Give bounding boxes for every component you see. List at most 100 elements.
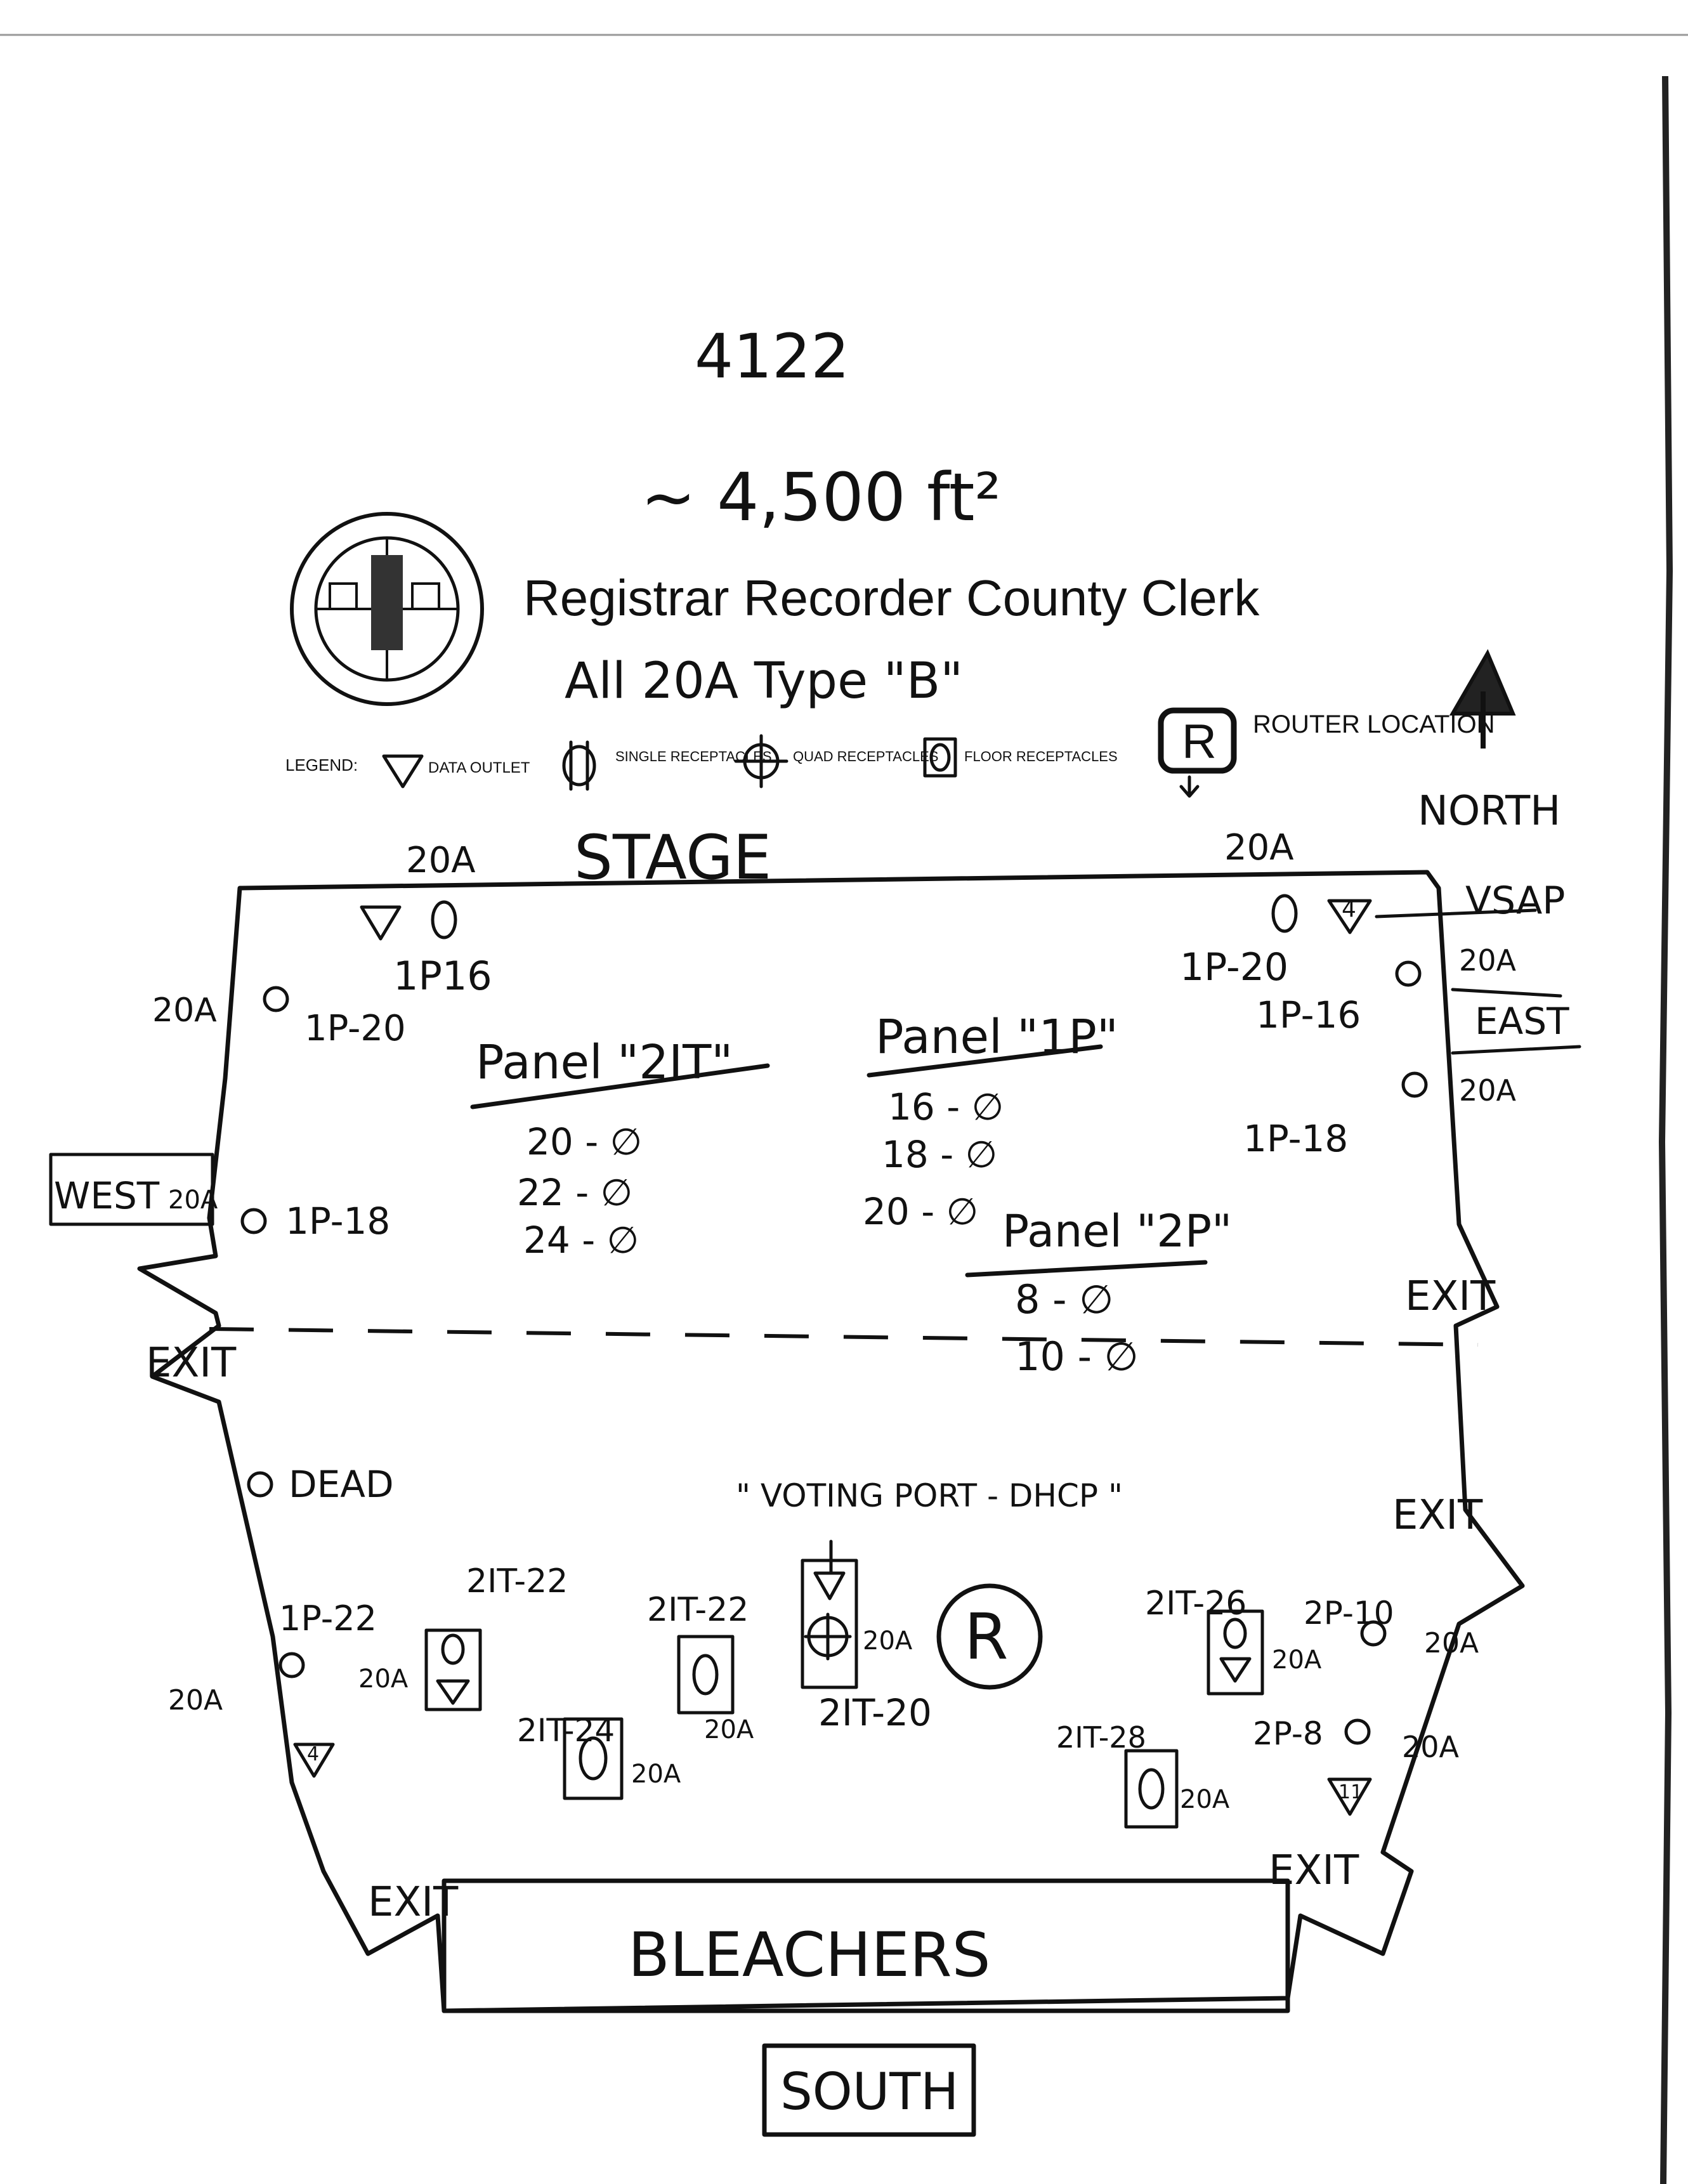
header-note: All 20A Type "B" — [565, 653, 963, 710]
panel-title: Panel "1P" — [875, 1010, 1118, 1064]
data-outlet-number: 4 — [307, 1743, 319, 1765]
b1-circuit: 2IT-22 — [466, 1562, 568, 1600]
router-icon-letter: R — [1182, 715, 1217, 769]
west-amp-2: 20A — [168, 1186, 218, 1215]
top-right-amp: 20A — [1224, 827, 1294, 868]
b6-amp: 20A — [1180, 1785, 1230, 1814]
left-lower-amp: 20A — [168, 1684, 223, 1716]
single-receptacle-icon — [278, 1652, 305, 1678]
bleachers-label: BLEACHERS — [628, 1919, 991, 1991]
area-label: ~ 4,500 ft² — [641, 459, 1001, 536]
b5-circuit: 2IT-26 — [1145, 1585, 1246, 1623]
exit-label-east: EXIT — [1405, 1273, 1496, 1320]
b4-amp: 20A — [863, 1626, 913, 1656]
panel-1p: Panel "1P" 16 - ∅ 18 - ∅ 20 - ∅ — [863, 1010, 1118, 1233]
west-circuit-2: 1P-18 — [285, 1200, 390, 1243]
right-lower-circuit-2: 2P-8 — [1253, 1715, 1323, 1752]
floor-box-3 — [563, 1717, 624, 1800]
south-box — [762, 2043, 976, 2137]
single-receptacle-icon — [247, 1471, 273, 1498]
router-location — [936, 1583, 1043, 1690]
b4-circuit: 2IT-20 — [818, 1691, 932, 1734]
panel-circuit: 20 - ∅ — [527, 1120, 642, 1163]
east-circuit-2: 1P-18 — [1243, 1117, 1348, 1160]
voting-port-label: " VOTING PORT - DHCP " — [736, 1477, 1123, 1514]
panel-circuit: 16 - ∅ — [888, 1085, 1004, 1128]
single-receptacle-icon — [263, 986, 289, 1012]
exit-label-southeast: EXIT — [1269, 1847, 1359, 1894]
county-seal — [290, 512, 484, 706]
top-left-circuit: 1P16 — [393, 953, 492, 999]
b1-amp: 20A — [358, 1664, 409, 1694]
east-circuit-1: 1P-16 — [1256, 993, 1361, 1036]
right-lower-amp-1: 20A — [1424, 1627, 1479, 1659]
top-right-circuit: 1P-20 — [1180, 945, 1288, 990]
right-lower-amp-2: 20A — [1402, 1730, 1460, 1764]
panel-2it: Panel "2IT" 20 - ∅ 22 - ∅ 24 - ∅ — [470, 1035, 770, 1262]
room-number: 4122 — [695, 321, 849, 392]
north-label: NORTH — [1418, 788, 1560, 835]
data-outlet-icon — [1327, 1777, 1372, 1816]
single-receptacle-icon — [1344, 1718, 1371, 1745]
b3-amp: 20A — [631, 1760, 681, 1789]
panel-2p: Panel "2P" 8 - ∅ 10 - ∅ — [965, 1205, 1232, 1380]
exit-label-west: EXIT — [146, 1340, 237, 1387]
west-label: WEST — [54, 1174, 160, 1217]
north-arrow — [1449, 649, 1516, 749]
single-receptacle-icon — [1395, 960, 1422, 987]
vsap-label: VSAP — [1465, 879, 1565, 923]
floor-box-5 — [1207, 1609, 1264, 1696]
single-receptacle-icon — [562, 745, 596, 787]
single-receptacle-icon — [431, 900, 457, 939]
b5-amp: 20A — [1272, 1645, 1322, 1675]
west-amp-1: 20A — [152, 991, 217, 1030]
legend-label: LEGEND: — [285, 755, 358, 775]
floor-box-1 — [424, 1628, 482, 1711]
router-letter: R — [964, 1600, 1008, 1674]
panel-circuit: 20 - ∅ — [863, 1190, 978, 1233]
single-receptacle-icon — [1401, 1071, 1428, 1098]
right-lower-circuit-1: 2P-10 — [1304, 1595, 1394, 1631]
west-box — [49, 1153, 214, 1226]
floor-box-voting — [801, 1559, 858, 1689]
east-amp-1: 20A — [1459, 943, 1517, 978]
data-outlet-icon — [813, 1571, 846, 1600]
dead-label: DEAD — [289, 1463, 394, 1506]
panel-title: Panel "2IT" — [476, 1035, 733, 1090]
b6-circuit: 2IT-28 — [1056, 1720, 1146, 1755]
floor-box-6 — [1124, 1749, 1179, 1829]
floor-receptacle-icon — [923, 737, 957, 778]
east-amp-2: 20A — [1459, 1073, 1517, 1108]
data-outlet-icon — [360, 905, 402, 941]
exit-label-southwest: EXIT — [368, 1879, 459, 1926]
data-outlet-number: 4 — [1342, 896, 1356, 922]
exit-label-east-lower: EXIT — [1392, 1492, 1483, 1539]
panel-title: Panel "2P" — [1002, 1205, 1232, 1257]
south-label: SOUTH — [780, 2062, 958, 2121]
b2-amp: 20A — [704, 1715, 754, 1744]
single-receptacle-icon — [1271, 894, 1298, 933]
panel-circuit: 18 - ∅ — [882, 1133, 997, 1176]
panel-circuit: 8 - ∅ — [1015, 1276, 1113, 1323]
legend: LEGEND: DATA OUTLET SINGLE RECEPTACLES Q… — [285, 707, 1495, 798]
floor-box-2 — [677, 1635, 735, 1715]
legend-item-quad: QUAD RECEPTACLES — [793, 749, 938, 764]
west-circuit-1: 1P-20 — [304, 1008, 406, 1049]
stage-boundary-line — [209, 1327, 1479, 1347]
data-outlet-number: 11 — [1338, 1781, 1363, 1803]
legend-item-floor: FLOOR RECEPTACLES — [964, 749, 1118, 764]
panel-circuit: 22 - ∅ — [517, 1171, 632, 1214]
page-right-edge — [1658, 75, 1673, 2184]
single-receptacle-icon — [240, 1208, 267, 1234]
panel-circuit: 24 - ∅ — [523, 1219, 639, 1262]
org-title: Registrar Recorder County Clerk — [523, 570, 1260, 626]
legend-item-data-outlet: DATA OUTLET — [428, 759, 530, 776]
router-icon — [1158, 707, 1237, 774]
single-receptacle-icon — [1360, 1620, 1387, 1647]
stage-label: STAGE — [574, 822, 771, 893]
b2-circuit: 2IT-22 — [647, 1591, 749, 1629]
east-label: EAST — [1475, 1000, 1569, 1043]
left-lower-circuit: 1P-22 — [279, 1599, 377, 1638]
